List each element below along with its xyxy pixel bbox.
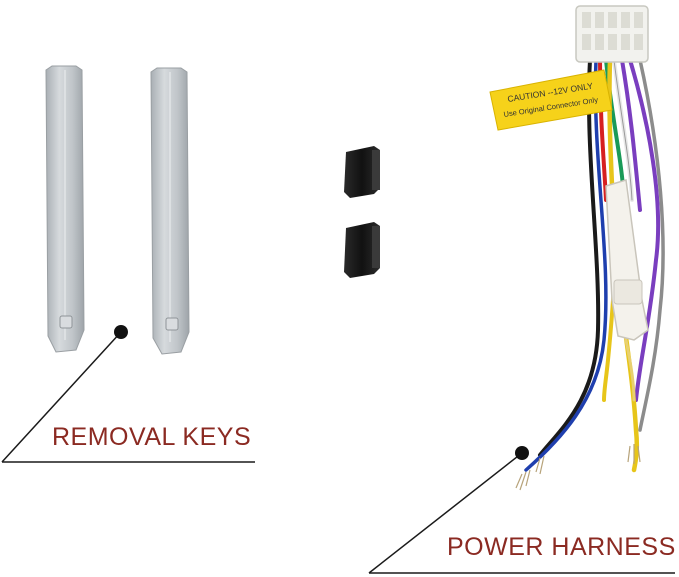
removal-keys-label: REMOVAL KEYS [52,423,252,451]
power-harness-label: POWER HARNESS [447,533,676,561]
mounting-clip-top [344,146,380,198]
pointer-power-harness [368,446,675,574]
removal-key-right [150,67,190,355]
mounting-clip-bottom [344,222,380,278]
pointer-removal-keys [1,325,255,463]
wire-ends [515,444,641,491]
caution-tag: CAUTION --12V ONLY Use Original Connecto… [489,69,613,131]
removal-key-left [45,65,85,353]
fuse-holder [605,179,649,341]
power-harness [524,57,665,473]
harness-connector [575,5,649,63]
